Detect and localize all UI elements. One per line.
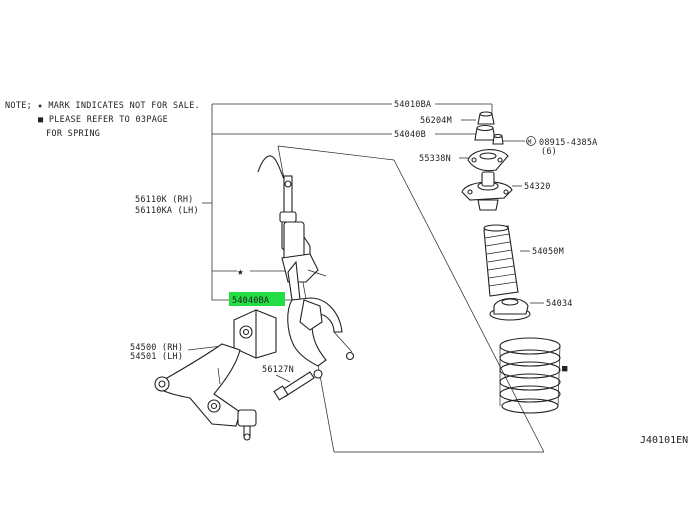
label-54040B: 54040B (394, 130, 426, 140)
strut-assembly (257, 155, 327, 301)
label-56127N: 56127N (262, 365, 294, 375)
label-54034: 54034 (546, 299, 573, 309)
square-marker-icon: ■ (562, 364, 568, 374)
note-line-3: FOR SPRING (46, 129, 100, 139)
highlighted-part-54040BA[interactable]: 54040BA (229, 292, 285, 306)
part-54034-seat (489, 297, 531, 321)
part-54320-mount (461, 171, 513, 211)
label-54500-rh: 54500 (RH) (130, 343, 183, 353)
steering-knuckle (273, 297, 355, 401)
label-56110KA-lh: 56110KA (LH) (135, 206, 199, 216)
label-08915-4385A: 08915-4385A (539, 138, 598, 148)
diagram-code: J40101EN (640, 435, 688, 446)
part-08915-nut (492, 133, 504, 145)
notes-block: NOTE; ★ MARK INDICATES NOT FOR SALE. ■ P… (5, 101, 200, 139)
part-54040B-nut (474, 124, 496, 141)
label-55338N: 55338N (419, 154, 451, 164)
part-55338N-plate (467, 149, 509, 172)
label-54501-lh: 54501 (LH) (130, 352, 183, 362)
label-56110K-rh: 56110K (RH) (135, 195, 194, 205)
highlight-box (229, 292, 285, 306)
coil-spring (499, 337, 561, 414)
svg-text:M: M (528, 138, 532, 146)
circle-m-icon: M (526, 136, 536, 146)
lower-control-arm (154, 343, 257, 441)
label-54040BA: 54040BA (232, 296, 269, 306)
note-line-1: NOTE; ★ MARK INDICATES NOT FOR SALE. (5, 101, 200, 111)
label-08915-qty: (6) (541, 147, 557, 157)
part-labels: 54010BA 56204M 54040B 08915-4385A (6) 55… (130, 100, 598, 375)
label-54010BA: 54010BA (394, 100, 431, 110)
part-54050M-boot (483, 224, 519, 297)
label-56204M: 56204M (420, 116, 452, 126)
part-56204M-nut (477, 111, 495, 125)
label-54320: 54320 (524, 182, 551, 192)
star-icon: ★ (237, 265, 244, 278)
label-54050M: 54050M (532, 247, 564, 257)
leader-lines (187, 103, 544, 383)
note-line-2: ■ PLEASE REFER TO 03PAGE (38, 115, 168, 125)
